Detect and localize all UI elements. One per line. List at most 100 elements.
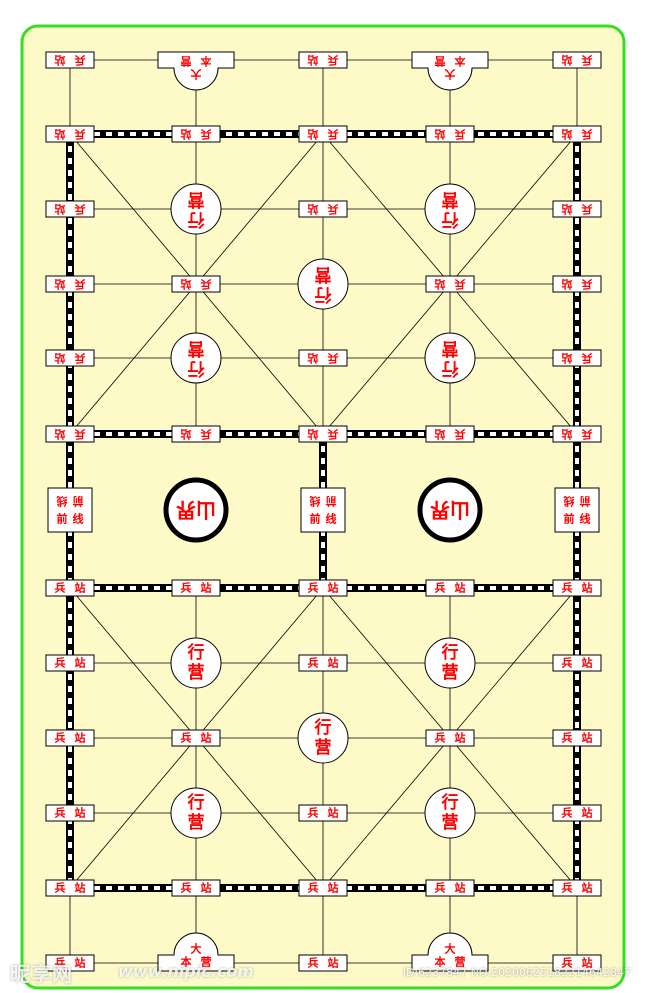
mountain-label: 山 (450, 498, 470, 522)
station-label: 站 (75, 731, 86, 745)
headquarters-position[interactable]: 大本营 (411, 932, 489, 972)
camp-position[interactable]: 行营 (170, 787, 222, 839)
board-positions[interactable]: 兵站大本营兵站大本营兵站兵站兵站兵站兵站兵站兵站行营兵站行营兵站兵站兵站行营兵站… (45, 51, 602, 972)
station-position[interactable]: 兵站 (425, 125, 475, 143)
station-position[interactable]: 兵站 (45, 579, 95, 597)
station-position[interactable]: 兵站 (552, 51, 602, 69)
station-position[interactable]: 兵站 (171, 275, 221, 293)
camp-position[interactable]: 行营 (424, 637, 476, 689)
station-position[interactable]: 兵站 (552, 654, 602, 672)
camp-label: 营 (442, 662, 459, 683)
headquarters-position[interactable]: 大本营 (411, 51, 489, 91)
station-label: 兵 (582, 352, 593, 366)
station-position[interactable]: 兵站 (552, 425, 602, 443)
frontline-position[interactable]: 前线前线 (300, 487, 346, 533)
station-label: 站 (562, 203, 573, 217)
station-position[interactable]: 兵站 (171, 579, 221, 597)
camp-label: 行 (315, 284, 333, 305)
station-position[interactable]: 兵站 (45, 654, 95, 672)
station-label: 站 (328, 956, 339, 970)
station-position[interactable]: 兵站 (552, 954, 602, 972)
station-position[interactable]: 兵站 (45, 879, 95, 897)
station-position[interactable]: 兵站 (298, 879, 348, 897)
station-label: 兵 (435, 731, 446, 745)
headquarters-position[interactable]: 大本营 (157, 51, 235, 91)
station-position[interactable]: 兵站 (45, 125, 95, 143)
station-position[interactable]: 兵站 (552, 729, 602, 747)
station-label: 兵 (455, 278, 466, 292)
station-position[interactable]: 兵站 (552, 579, 602, 597)
station-label: 兵 (582, 428, 593, 442)
mountain-barrier: 山界 (417, 477, 483, 543)
station-position[interactable]: 兵站 (45, 729, 95, 747)
station-label: 兵 (308, 581, 319, 595)
station-position[interactable]: 兵站 (298, 51, 348, 69)
station-label: 站 (455, 731, 466, 745)
station-position[interactable]: 兵站 (552, 275, 602, 293)
camp-label: 行 (442, 209, 460, 230)
station-label: 站 (328, 581, 339, 595)
camp-position[interactable]: 行营 (170, 183, 222, 235)
station-label: 站 (308, 128, 319, 142)
station-position[interactable]: 兵站 (171, 879, 221, 897)
station-position[interactable]: 兵站 (552, 879, 602, 897)
station-position[interactable]: 兵站 (298, 579, 348, 597)
station-label: 兵 (328, 128, 339, 142)
station-position[interactable]: 兵站 (45, 349, 95, 367)
station-position[interactable]: 兵站 (552, 804, 602, 822)
camp-label: 营 (188, 338, 205, 359)
camp-position[interactable]: 行营 (297, 712, 349, 764)
station-position[interactable]: 兵站 (298, 349, 348, 367)
station-label: 站 (181, 128, 192, 142)
station-position[interactable]: 兵站 (552, 349, 602, 367)
station-position[interactable]: 兵站 (45, 954, 95, 972)
camp-position[interactable]: 行营 (424, 183, 476, 235)
station-position[interactable]: 兵站 (298, 125, 348, 143)
frontline-position[interactable]: 前线前线 (47, 487, 93, 533)
station-label: 站 (328, 806, 339, 820)
camp-position[interactable]: 行营 (297, 258, 349, 310)
station-position[interactable]: 兵站 (425, 425, 475, 443)
station-label: 兵 (455, 428, 466, 442)
headquarters-position[interactable]: 大本营 (157, 932, 235, 972)
station-position[interactable]: 兵站 (425, 275, 475, 293)
station-position[interactable]: 兵站 (425, 579, 475, 597)
station-position[interactable]: 兵站 (171, 729, 221, 747)
headquarters-label: 营 (181, 55, 192, 69)
station-position[interactable]: 兵站 (298, 954, 348, 972)
station-label: 站 (582, 581, 593, 595)
headquarters-label: 大 (191, 68, 202, 82)
station-label: 兵 (328, 54, 339, 68)
station-position[interactable]: 兵站 (298, 200, 348, 218)
station-label: 兵 (328, 352, 339, 366)
camp-position[interactable]: 行营 (424, 787, 476, 839)
station-label: 兵 (582, 278, 593, 292)
headquarters-label: 本 (435, 955, 446, 969)
station-position[interactable]: 兵站 (552, 200, 602, 218)
station-label: 兵 (562, 581, 573, 595)
station-position[interactable]: 兵站 (552, 125, 602, 143)
camp-position[interactable]: 行营 (424, 332, 476, 384)
camp-position[interactable]: 行营 (170, 332, 222, 384)
station-label: 站 (55, 278, 66, 292)
station-position[interactable]: 兵站 (171, 125, 221, 143)
station-position[interactable]: 兵站 (425, 729, 475, 747)
station-position[interactable]: 兵站 (298, 654, 348, 672)
station-position[interactable]: 兵站 (45, 275, 95, 293)
station-position[interactable]: 兵站 (45, 804, 95, 822)
station-position[interactable]: 兵站 (45, 425, 95, 443)
station-label: 站 (562, 278, 573, 292)
station-label: 兵 (75, 128, 86, 142)
station-label: 站 (562, 128, 573, 142)
headquarters-label: 大 (445, 68, 456, 82)
camp-position[interactable]: 行营 (170, 637, 222, 689)
station-position[interactable]: 兵站 (298, 425, 348, 443)
station-position[interactable]: 兵站 (425, 879, 475, 897)
station-label: 站 (55, 128, 66, 142)
camp-label: 行 (441, 792, 459, 813)
station-position[interactable]: 兵站 (45, 51, 95, 69)
station-position[interactable]: 兵站 (171, 425, 221, 443)
station-position[interactable]: 兵站 (298, 804, 348, 822)
station-position[interactable]: 兵站 (45, 200, 95, 218)
frontline-position[interactable]: 前线前线 (554, 487, 600, 533)
